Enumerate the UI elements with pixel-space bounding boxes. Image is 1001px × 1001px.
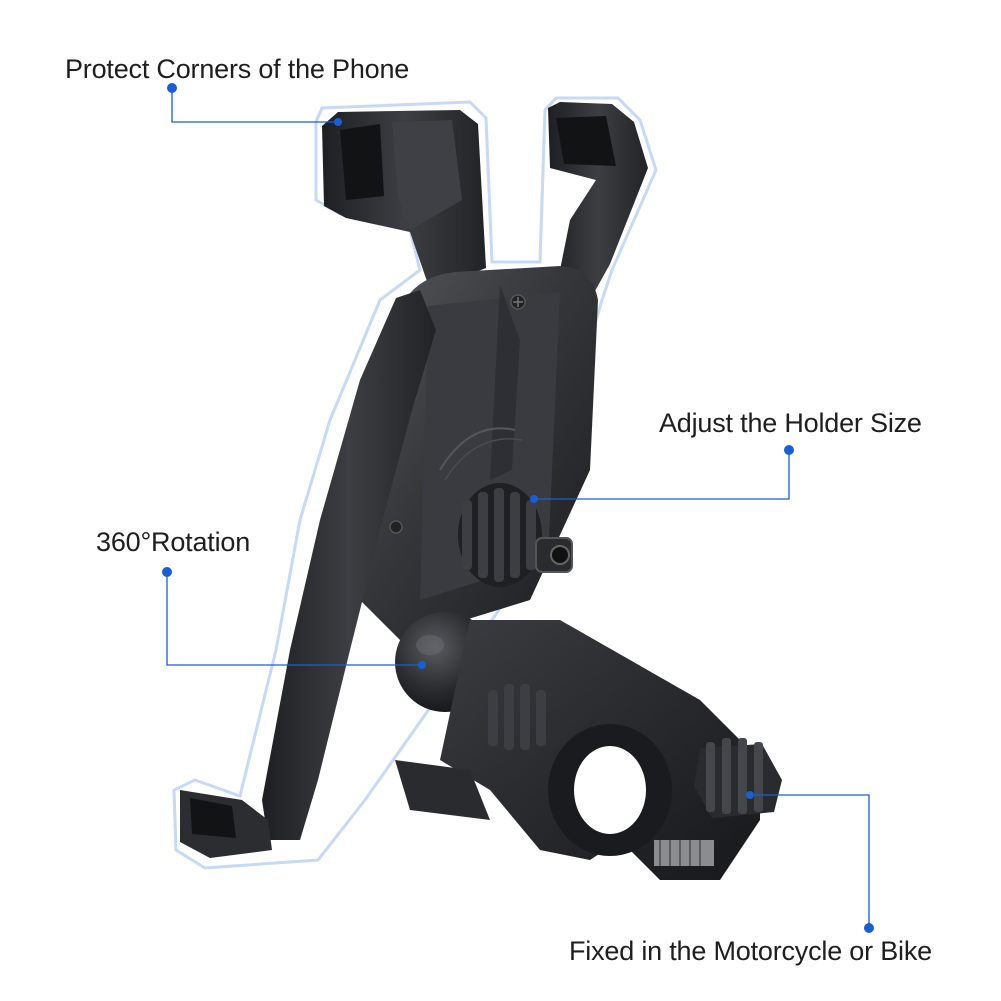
- leader-line-size: [534, 450, 790, 500]
- left-rail: [180, 290, 436, 858]
- leader-line-fixed: [750, 794, 870, 928]
- callout-adjust-size: Adjust the Holder Size: [659, 408, 922, 438]
- holder-outline-glow: [172, 96, 658, 870]
- callout-fixed-mount: Fixed in the Motorcycle or Bike: [569, 936, 932, 966]
- callout-rotation: 360°Rotation: [96, 527, 251, 557]
- callout-dots: [162, 83, 874, 933]
- clamp-tightening-knob: [694, 738, 782, 818]
- leader-line-rotation: [166, 572, 422, 666]
- handlebar-clamp: [395, 620, 760, 880]
- callout-dot-corners-start: [167, 83, 177, 93]
- callout-dot-size-end: [530, 495, 538, 503]
- leader-line-corners: [171, 88, 338, 123]
- top-right-grip: [548, 102, 648, 300]
- callout-dot-rotation-start: [162, 567, 172, 577]
- callout-dot-fixed-end: [746, 791, 754, 799]
- callout-protect-corners: Protect Corners of the Phone: [65, 54, 410, 84]
- callout-lines: [166, 88, 870, 928]
- callout-dot-corners-end: [334, 118, 342, 126]
- size-adjust-knob: [458, 483, 573, 587]
- callout-dot-rotation-end: [418, 661, 426, 669]
- callout-dot-size-start: [784, 445, 794, 455]
- top-left-grip: [322, 110, 486, 290]
- callout-dot-fixed-start: [864, 923, 874, 933]
